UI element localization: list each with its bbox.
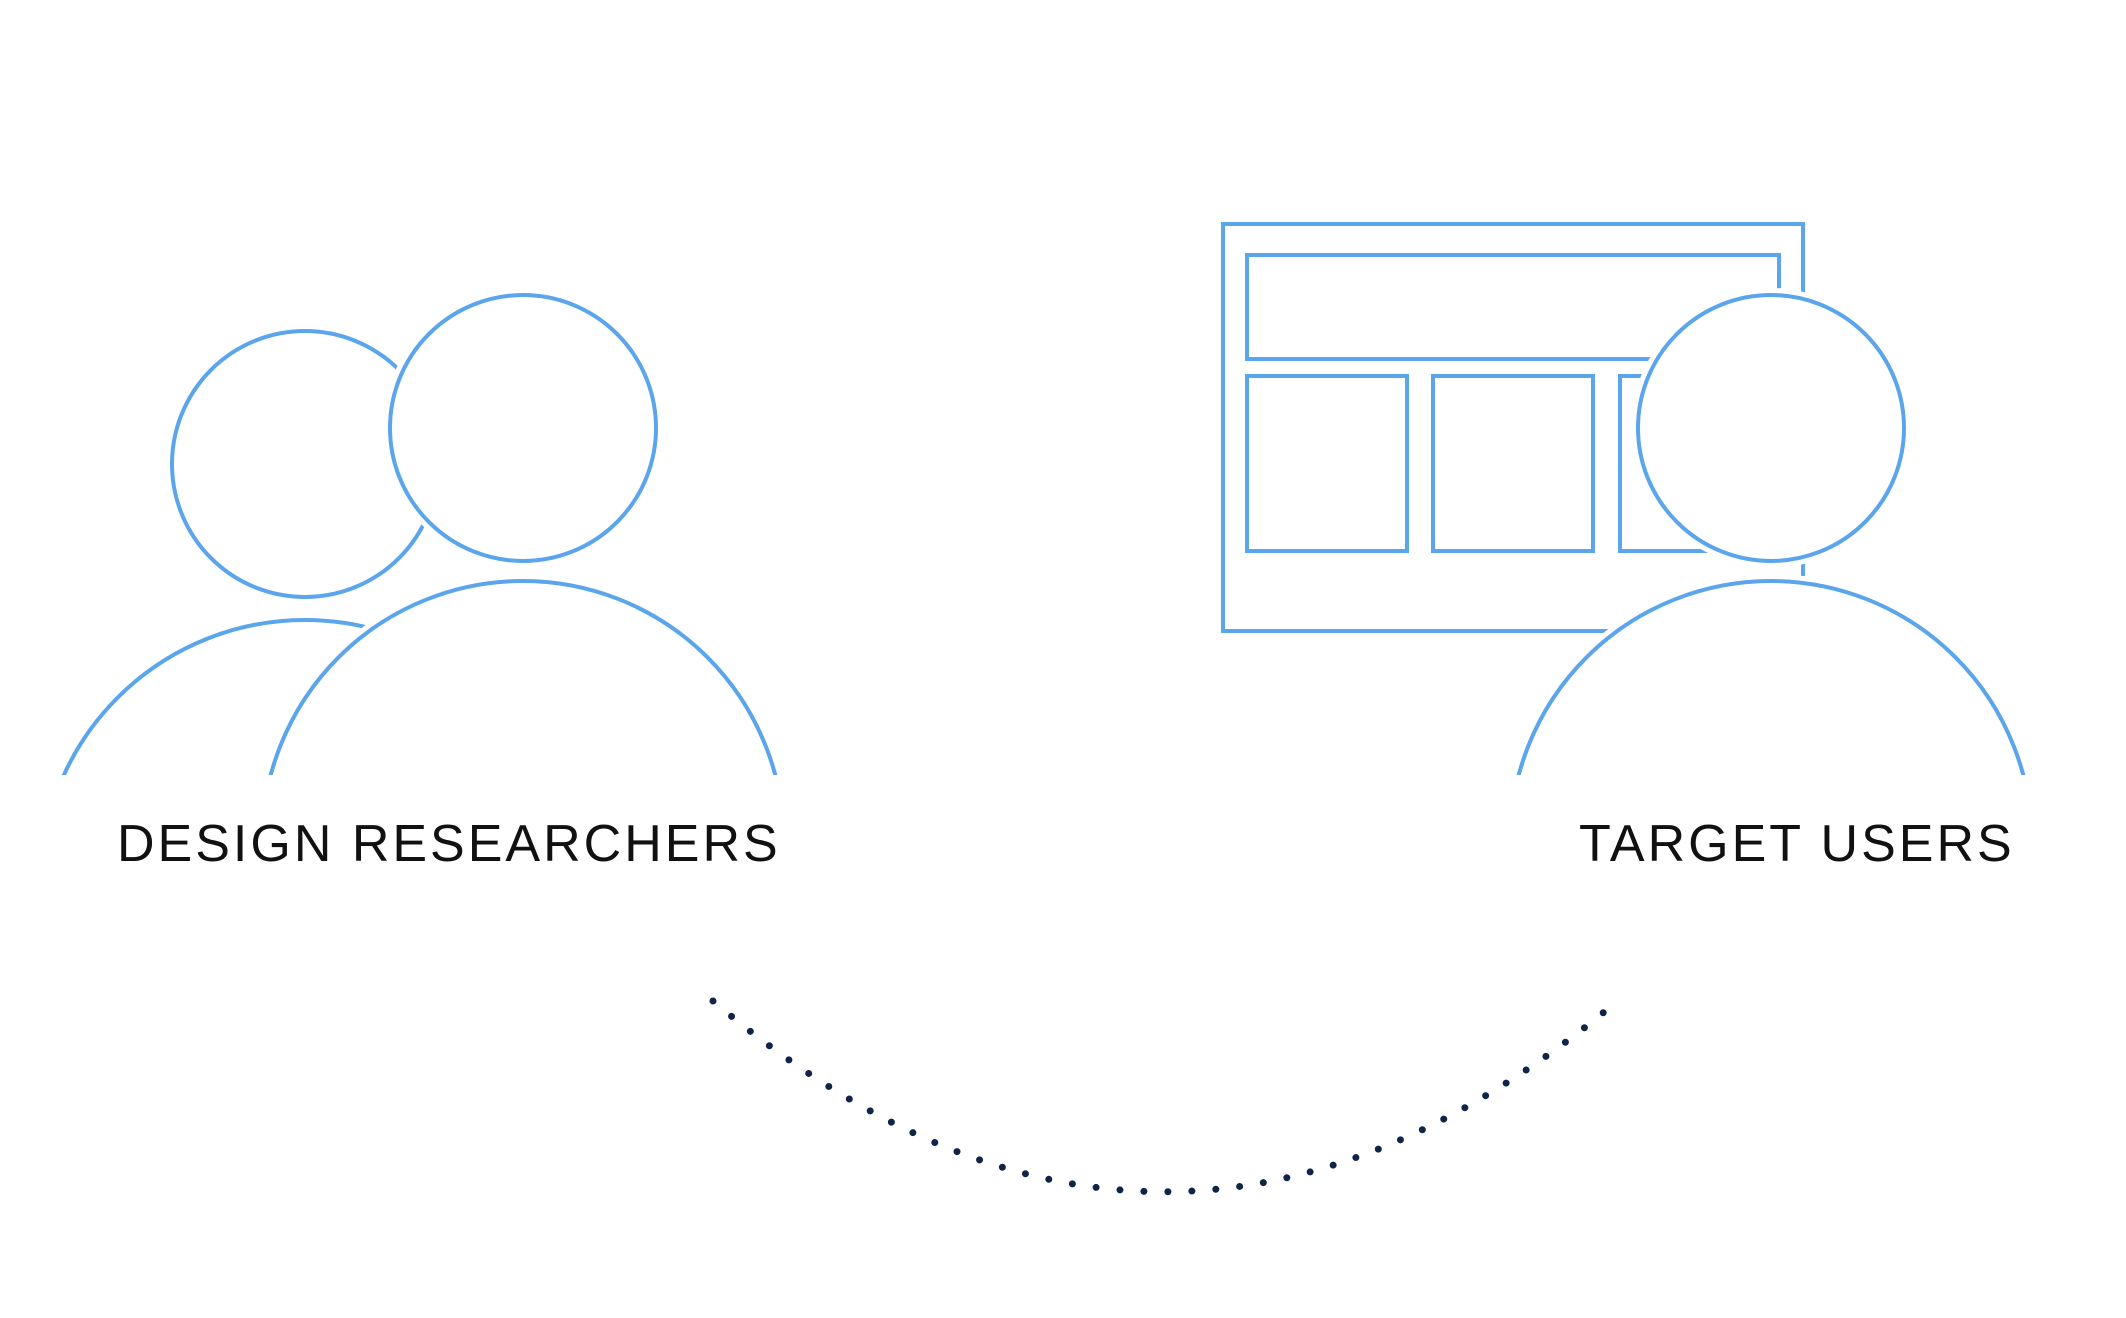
screen-card-3 [1618,374,1782,553]
target-users-label: TARGET USERS [1579,815,2015,873]
back-person-head [170,329,440,599]
front-person-icon [268,293,778,775]
screen-frame [1221,222,1805,633]
screen-card-1 [1245,374,1409,553]
back-person-icon [61,329,549,775]
screen-card-2 [1431,374,1595,553]
back-person-body [61,618,549,775]
screen-wireframe-icon [1221,222,1805,633]
front-person-head [388,293,658,563]
front-person-body [268,579,778,775]
researchers-group-icon [61,293,778,775]
target-user-body [1516,579,2026,775]
design-researchers-label: DESIGN RESEARCHERS [117,815,781,873]
screen-header-block [1245,253,1781,361]
dotted-arc-connector [709,994,1625,1196]
target-user-icon [1516,293,2026,775]
target-user-head [1636,293,1906,563]
